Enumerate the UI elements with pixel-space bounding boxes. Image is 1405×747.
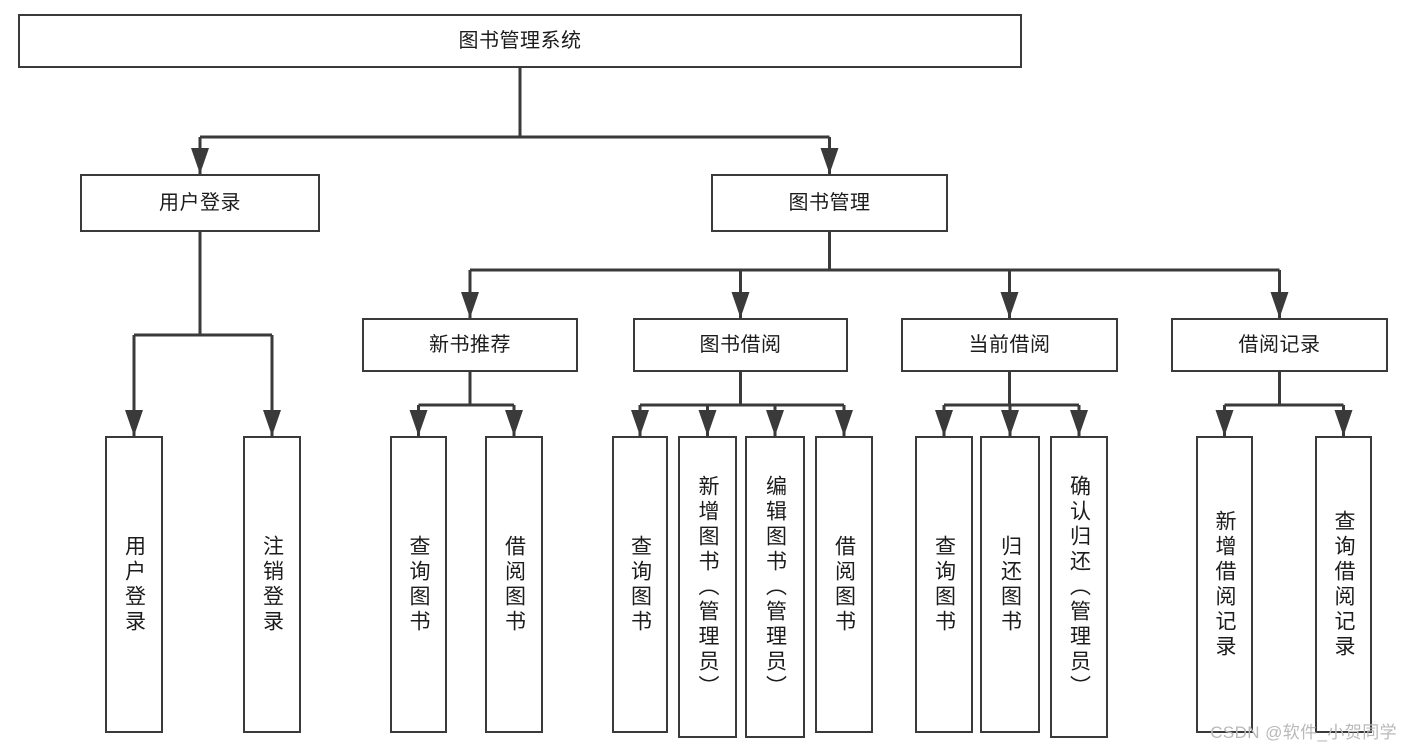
node-label: 归还图书 [998,534,1022,635]
edge-arrowhead [263,410,281,436]
node-new-book-rec[interactable]: 新书推荐 [362,318,578,372]
node-book-manage[interactable]: 图书管理 [711,174,948,232]
node-label: 新增借阅记录 [1213,509,1236,660]
node-label: 确认归还（管理员） [1067,474,1091,700]
edge-arrowhead [698,410,717,436]
edge-arrowhead [1001,410,1019,436]
node-leaf-borrow-book-1[interactable]: 借阅图书 [485,436,543,733]
node-leaf-query-book-3[interactable]: 查询图书 [915,436,973,733]
edge-arrowhead [191,148,209,174]
edge-arrowhead [1270,292,1289,318]
node-label: 新增图书（管理员） [696,474,719,700]
node-leaf-user-login[interactable]: 用户登录 [105,436,163,733]
node-label: 查询图书 [932,534,956,635]
edge-arrowhead [1070,410,1088,436]
node-label: 查询图书 [407,534,430,635]
node-label: 图书管理系统 [458,29,582,52]
node-book-borrow[interactable]: 图书借阅 [633,318,848,372]
node-label: 用户登录 [159,191,241,214]
node-leaf-return-book[interactable]: 归还图书 [980,436,1040,733]
node-label: 当前借阅 [968,333,1051,356]
edge-arrowhead [125,410,143,436]
node-leaf-edit-book[interactable]: 编辑图书（管理员） [745,436,805,738]
node-leaf-add-book[interactable]: 新增图书（管理员） [678,436,737,738]
node-label: 借阅记录 [1238,333,1321,356]
node-label: 注销登录 [260,534,284,635]
node-leaf-borrow-book-2[interactable]: 借阅图书 [815,436,873,733]
node-current-borrow[interactable]: 当前借阅 [901,318,1118,372]
node-user-login[interactable]: 用户登录 [80,174,320,232]
node-label: 用户登录 [122,534,146,635]
node-label: 查询借阅记录 [1332,509,1355,660]
node-leaf-confirm-return[interactable]: 确认归还（管理员） [1050,436,1108,738]
node-label: 借阅图书 [502,534,526,635]
node-label: 借阅图书 [832,534,856,635]
node-label: 查询图书 [628,534,652,635]
edge-arrowhead [1215,410,1234,436]
edge-arrowhead [731,292,750,318]
node-leaf-query-record[interactable]: 查询借阅记录 [1315,436,1372,733]
edge-arrowhead [1000,292,1019,318]
edge-arrowhead [820,148,839,174]
edge-arrowhead [1334,410,1353,436]
node-label: 新书推荐 [429,333,511,356]
edge-arrowhead [835,410,853,436]
edge-arrowhead [766,410,784,436]
node-label: 编辑图书（管理员） [763,474,787,700]
node-leaf-add-record[interactable]: 新增借阅记录 [1196,436,1253,733]
edge-arrowhead [631,410,649,436]
node-root[interactable]: 图书管理系统 [18,14,1022,68]
edge-arrowhead [461,292,479,318]
node-leaf-query-book-1[interactable]: 查询图书 [390,436,447,733]
node-label: 图书借阅 [699,333,782,356]
edge-arrowhead [409,410,428,436]
node-leaf-query-book-2[interactable]: 查询图书 [612,436,668,733]
watermark-text: CSDN @软件_小贺同学 [1210,723,1397,742]
edge-arrowhead [935,410,953,436]
node-leaf-user-logout[interactable]: 注销登录 [243,436,301,733]
node-borrow-record[interactable]: 借阅记录 [1171,318,1388,372]
node-label: 图书管理 [788,191,871,214]
edge-arrowhead [505,410,523,436]
